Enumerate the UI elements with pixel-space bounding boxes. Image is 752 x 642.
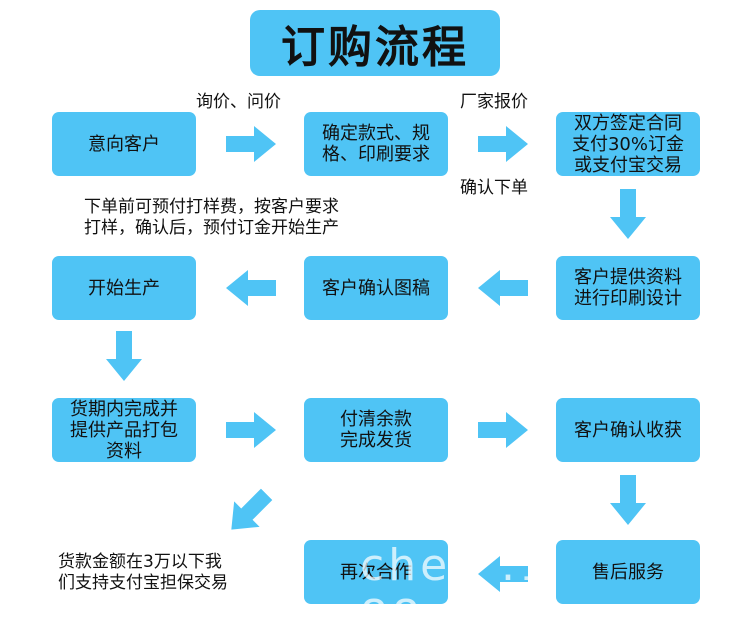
note-alipay: 货款金额在3万以下我 们支持支付宝担保交易 <box>58 552 228 593</box>
step-pay-balance: 付清余款 完成发货 <box>304 398 448 462</box>
arrow-left-icon <box>478 556 528 592</box>
arrow-right-icon <box>478 412 528 448</box>
arrow-down-icon <box>106 331 142 381</box>
arrow-right-icon <box>478 126 528 162</box>
arrow-down-icon <box>610 475 646 525</box>
step-finish-packing: 货期内完成并 提供产品打包 资料 <box>52 398 196 462</box>
arrow-left-icon <box>226 270 276 306</box>
step-cooperate-again: 再次合作 <box>304 540 448 604</box>
arrow-right-icon <box>226 126 276 162</box>
arrow-down-left-icon <box>219 482 280 543</box>
step-customer-intent: 意向客户 <box>52 112 196 176</box>
step-confirm-style: 确定款式、规 格、印刷要求 <box>304 112 448 176</box>
label-factory-quote: 厂家报价 <box>460 92 528 112</box>
arrow-down-icon <box>610 189 646 239</box>
page-title: 订购流程 <box>250 10 500 76</box>
note-prepay: 下单前可预付打样费，按客户要求 打样，确认后，预付订金开始生产 <box>84 197 339 238</box>
label-inquire: 询价、问价 <box>196 92 281 112</box>
arrow-left-icon <box>478 270 528 306</box>
step-confirm-receipt: 客户确认收获 <box>556 398 700 462</box>
arrow-right-icon <box>226 412 276 448</box>
step-start-production: 开始生产 <box>52 256 196 320</box>
step-provide-materials: 客户提供资料 进行印刷设计 <box>556 256 700 320</box>
step-sign-contract: 双方签定合同 支付30%订金 或支付宝交易 <box>556 112 700 176</box>
label-confirm-order: 确认下单 <box>460 178 528 198</box>
step-confirm-draft: 客户确认图稿 <box>304 256 448 320</box>
step-after-sales: 售后服务 <box>556 540 700 604</box>
